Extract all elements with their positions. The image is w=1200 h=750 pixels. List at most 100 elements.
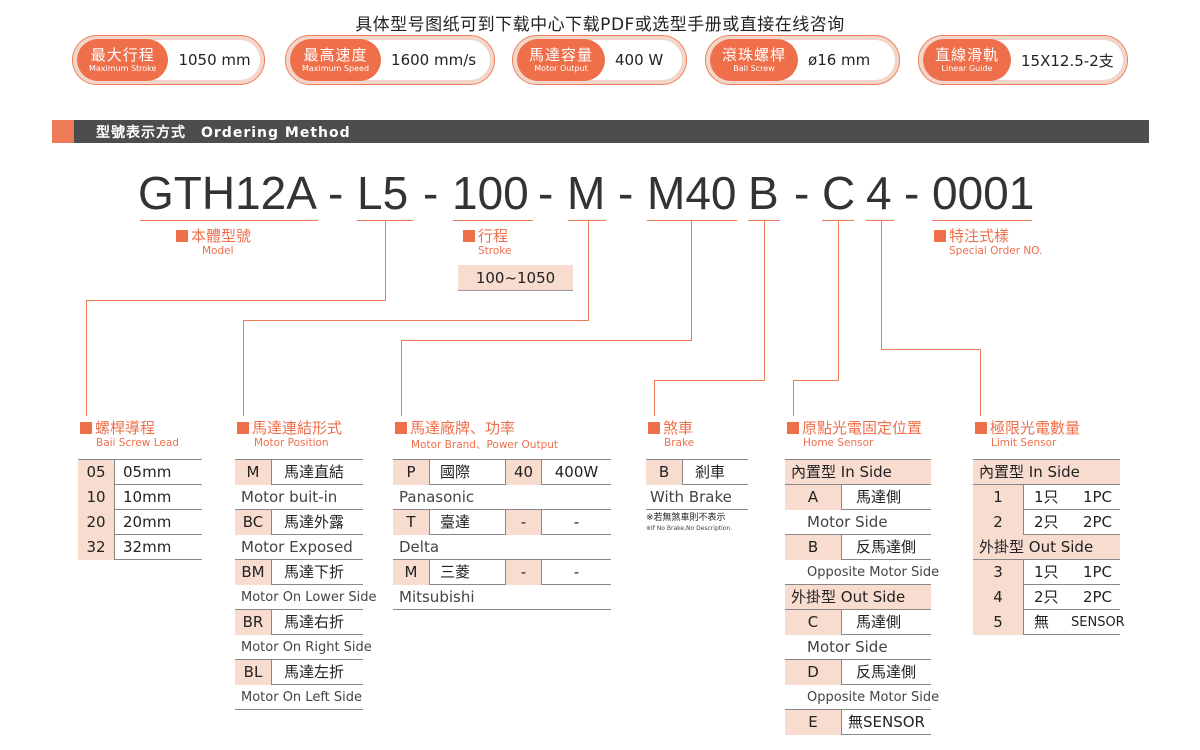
limit-table: 內置型 In Side 1 1只 1PC 2 2只 2PC 外掛型 Out Si…: [973, 459, 1125, 635]
underline-model: [140, 220, 318, 221]
spec-value: 1600 mm/s: [391, 51, 477, 69]
connector-limit: [881, 349, 981, 350]
home-code: C: [785, 609, 841, 635]
spec-cn: 直線滑軌: [935, 45, 1000, 64]
home-en: Opposite Motor Side: [807, 564, 940, 580]
code-dash: -: [618, 167, 634, 219]
lead-code: 10: [78, 484, 114, 510]
spec-cn: 最高速度: [303, 45, 368, 64]
table-row: Delta: [393, 535, 611, 560]
limit-en: 2PC: [1082, 587, 1112, 606]
limit-cn: 1只: [1023, 559, 1071, 585]
table-row: 5 無 SENSOR: [973, 609, 1125, 635]
brand-code: P: [393, 459, 429, 485]
code-model: GTH12A: [138, 167, 317, 219]
heading-limit: 極限光電數量: [975, 417, 1080, 438]
brand-en: Panasonic: [399, 487, 475, 506]
connector-brand: [401, 340, 402, 416]
spec-max-stroke: 最大行程 Maximum Stroke 1050 mm: [72, 35, 265, 85]
brand-code: M: [393, 559, 429, 585]
brake-note-en: ※If No Brake,No Description.: [646, 525, 733, 532]
code-brake: B: [748, 167, 779, 219]
brand-power-code: -: [505, 559, 541, 585]
lead-value: 20mm: [114, 509, 202, 535]
spec-en: Maximum Speed: [302, 63, 370, 73]
lead-value: 32mm: [114, 534, 202, 560]
home-code: E: [785, 709, 841, 735]
connector-brake: [654, 380, 655, 416]
spec-value: 400 W: [615, 51, 664, 69]
brand-power-code: -: [505, 509, 541, 535]
code-brand: M40: [647, 167, 737, 219]
brake-cn: 剎車: [682, 459, 748, 485]
table-row: 2 2只 2PC: [973, 509, 1120, 535]
heading-position-en: Motor Position: [254, 437, 329, 449]
heading-brake-cn: 煞車: [663, 419, 694, 437]
code-dash: -: [904, 167, 920, 219]
table-row: 外掛型 Out Side: [785, 585, 931, 610]
table-row: M 三菱 - -: [393, 559, 611, 585]
brand-code: T: [393, 509, 429, 535]
table-row: D 反馬達側: [785, 659, 931, 685]
table-row: Opposite Motor Side: [785, 560, 939, 585]
spec-linear-guide: 直線滑軌 Linear Guide 15X12.5-2支: [918, 35, 1128, 85]
limit-code: 1: [973, 484, 1023, 510]
position-en: Motor On Right Side: [241, 639, 372, 655]
home-code: B: [785, 534, 841, 560]
brand-table: P 國際 40 400W Panasonic T 臺達 - - Delta M …: [393, 459, 611, 610]
position-cn: 馬達下折: [271, 559, 363, 585]
heading-brake: 煞車: [648, 417, 693, 438]
code-stroke: 100: [452, 167, 529, 219]
home-en: Motor Side: [807, 512, 888, 531]
spec-tag: 最高速度 Maximum Speed: [290, 39, 382, 81]
heading-brake-en: Brake: [664, 437, 695, 449]
code-home: C: [822, 167, 856, 219]
spec-en: Maximum Stroke: [89, 63, 157, 73]
position-code: BC: [235, 509, 271, 535]
heading-limit-en: Limit Sensor: [991, 437, 1057, 449]
spec-tag: 馬達容量 Motor Output: [517, 39, 606, 81]
table-row: Motor Side: [785, 510, 931, 535]
position-en: Motor On Left Side: [241, 689, 363, 705]
label-model: 本體型號: [176, 225, 251, 246]
spec-cn: 滾珠螺桿: [722, 45, 787, 64]
position-code: BR: [235, 609, 271, 635]
brand-cn: 國際: [429, 459, 505, 485]
limit-cn: 2只: [1023, 509, 1071, 535]
heading-home-cn: 原點光電固定位置: [802, 419, 923, 437]
table-row: 32 32mm: [78, 534, 202, 560]
spec-en: Motor Output: [534, 63, 588, 73]
connector-position: [243, 320, 244, 416]
code-special: 0001: [932, 167, 1035, 219]
home-cn: 無SENSOR: [841, 709, 931, 735]
lead-value: 10mm: [114, 484, 202, 510]
home-code: D: [785, 659, 841, 685]
table-row: Motor On Right Side: [235, 635, 372, 660]
table-row: Panasonic: [393, 485, 611, 510]
lead-value: 05mm: [114, 459, 202, 485]
label-stroke: 行程: [463, 225, 508, 246]
home-cn: 反馬達側: [841, 659, 931, 685]
label-special-en: Special Order NO.: [949, 245, 1043, 257]
limit-cn: 1只: [1023, 484, 1071, 510]
home-cn: 反馬達側: [841, 534, 931, 560]
label-special: 特注式樣: [934, 225, 1009, 246]
table-row: With Brake: [646, 485, 748, 510]
spec-cn: 最大行程: [90, 45, 155, 64]
label-stroke-cn: 行程: [478, 227, 509, 245]
connector-limit: [881, 220, 882, 350]
position-cn: 馬達右折: [271, 609, 363, 635]
heading-lead-cn: 螺桿導程: [95, 419, 156, 437]
brand-power-code: 40: [505, 459, 541, 485]
top-note: 具体型号图纸可到下载中心下载PDF或选型手册或直接在线咨询: [355, 15, 845, 35]
brake-note-cn: ※若無煞車則不表示: [646, 513, 726, 523]
position-cn: 馬達左折: [271, 659, 363, 685]
table-row: Motor On Left Side: [235, 685, 363, 710]
position-cn: 馬達外露: [271, 509, 363, 535]
stroke-range: 100~1050: [458, 265, 573, 291]
limit-code: 3: [973, 559, 1023, 585]
home-cn: 馬達側: [841, 609, 931, 635]
heading-position-cn: 馬達連結形式: [252, 419, 343, 437]
connector-lead: [86, 300, 87, 416]
table-row: 內置型 In Side: [785, 460, 931, 485]
